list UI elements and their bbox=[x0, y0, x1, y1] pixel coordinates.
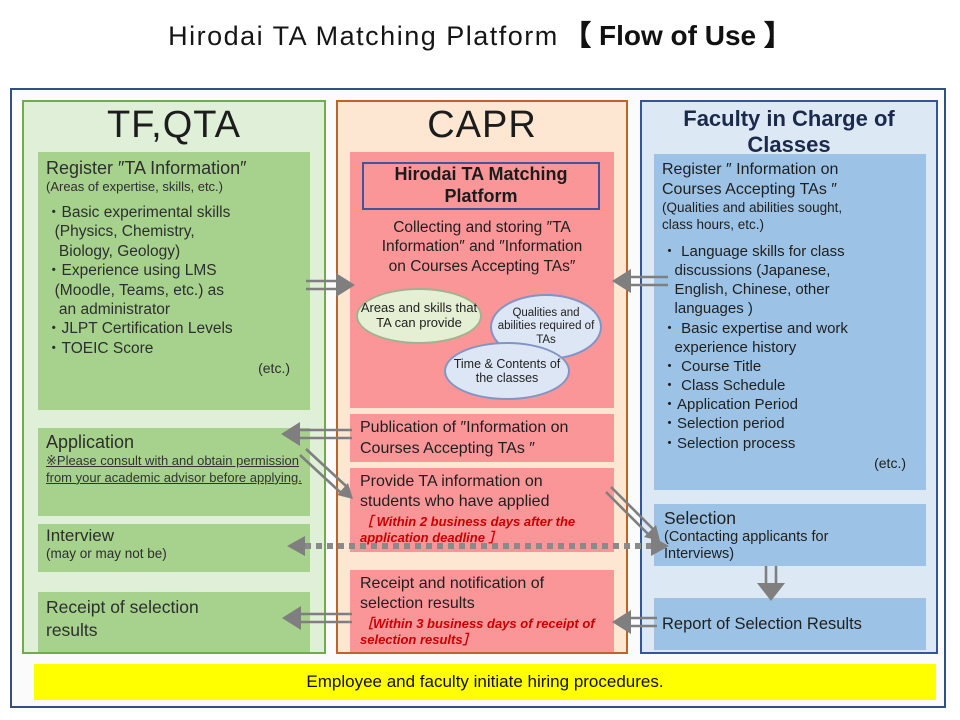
notification-deadline-note: ［Within 3 business days of receipt of se… bbox=[360, 616, 595, 647]
ta-info-bullet: ・Experience using LMS (Moodle, Teams, et… bbox=[46, 262, 225, 318]
course-info-bullet: ・ Class Schedule bbox=[662, 377, 786, 395]
selection-subtitle: (Contacting applicants for Interviews) bbox=[664, 529, 829, 563]
ta-info-register-subtitle: (Areas of expertise, skills, etc.) bbox=[46, 179, 223, 194]
application-box: Application ※Please consult with and obt… bbox=[38, 428, 310, 516]
notification-text: Receipt and notification of selection re… bbox=[360, 575, 545, 612]
course-info-register-box: Register ″ Information on Courses Accept… bbox=[654, 154, 926, 490]
interview-box: Interview (may or may not be) bbox=[38, 524, 310, 572]
course-info-bullet: ・Selection period bbox=[662, 415, 785, 433]
panel-tf-qta: TF,QTA Register ″TA Information″ (Areas … bbox=[22, 100, 326, 654]
provide-info-deadline-note: ［ Within 2 business days after the appli… bbox=[360, 514, 576, 545]
course-info-bullet: ・Application Period bbox=[662, 396, 798, 414]
platform-title-box: Hirodai TA Matching Platform bbox=[362, 162, 600, 210]
course-info-bullet: ・ Course Title bbox=[662, 357, 762, 375]
page-title-bracket: 【 Flow of Use 】 bbox=[563, 20, 792, 51]
provide-info-box: Provide TA information on students who h… bbox=[350, 468, 614, 552]
ta-info-bullet: ・Basic experimental skills (Physics, Che… bbox=[46, 204, 231, 260]
panel-faculty: Faculty in Charge of Classes Register ″ … bbox=[640, 100, 938, 654]
page-title: Hirodai TA Matching Platform 【 Flow of U… bbox=[0, 14, 960, 54]
capr-header: CAPR bbox=[427, 104, 537, 146]
page-title-main: Hirodai TA Matching Platform bbox=[168, 21, 559, 51]
receipt-results-box: Receipt of selection results bbox=[38, 592, 310, 652]
application-note: ※Please consult with and obtain permissi… bbox=[46, 453, 302, 485]
course-info-etc: (etc.) bbox=[874, 454, 906, 471]
panel-capr: CAPR Hirodai TA Matching Platform Collec… bbox=[336, 100, 628, 654]
selection-box: Selection (Contacting applicants for Int… bbox=[654, 504, 926, 566]
course-info-register-title: Register ″ Information on Courses Accept… bbox=[662, 161, 839, 198]
tf-qta-header: TF,QTA bbox=[106, 104, 242, 146]
interview-title: Interview bbox=[46, 526, 115, 545]
ta-info-bullet: ・JLPT Certification Levels bbox=[46, 320, 233, 338]
collect-store-text: Collecting and storing ″TA Information″ … bbox=[381, 219, 583, 275]
faculty-header: Faculty in Charge of Classes bbox=[683, 106, 895, 157]
publication-box: Publication of ″Information on Courses A… bbox=[350, 414, 614, 462]
notification-box: Receipt and notification of selection re… bbox=[350, 570, 614, 652]
course-info-bullet: ・ Basic expertise and work experience hi… bbox=[662, 319, 848, 356]
ta-info-etc: (etc.) bbox=[258, 360, 290, 376]
platform-main-box: Hirodai TA Matching Platform Collecting … bbox=[350, 152, 614, 408]
course-info-bullet: ・ Language skills for class discussions … bbox=[662, 242, 845, 318]
selection-title: Selection bbox=[664, 508, 736, 528]
provide-info-text: Provide TA information on students who h… bbox=[360, 473, 550, 510]
ellipse-time-contents: Time & Contents of the classes bbox=[444, 342, 570, 400]
ta-info-register-title: Register ″TA Information″ bbox=[46, 158, 247, 178]
report-results-box: Report of Selection Results bbox=[654, 598, 926, 650]
ellipse-areas-skills: Areas and skills that TA can provide bbox=[356, 288, 482, 344]
footer-hiring-banner: Employee and faculty initiate hiring pro… bbox=[34, 664, 936, 700]
interview-subtitle: (may or may not be) bbox=[46, 546, 167, 561]
course-info-register-subtitle: (Qualities and abilities sought, class h… bbox=[662, 200, 843, 232]
course-info-bullet: ・Selection process bbox=[662, 434, 796, 452]
ta-info-register-box: Register ″TA Information″ (Areas of expe… bbox=[38, 152, 310, 410]
ta-info-bullet: ・TOEIC Score bbox=[46, 339, 154, 357]
application-title: Application bbox=[46, 432, 135, 452]
